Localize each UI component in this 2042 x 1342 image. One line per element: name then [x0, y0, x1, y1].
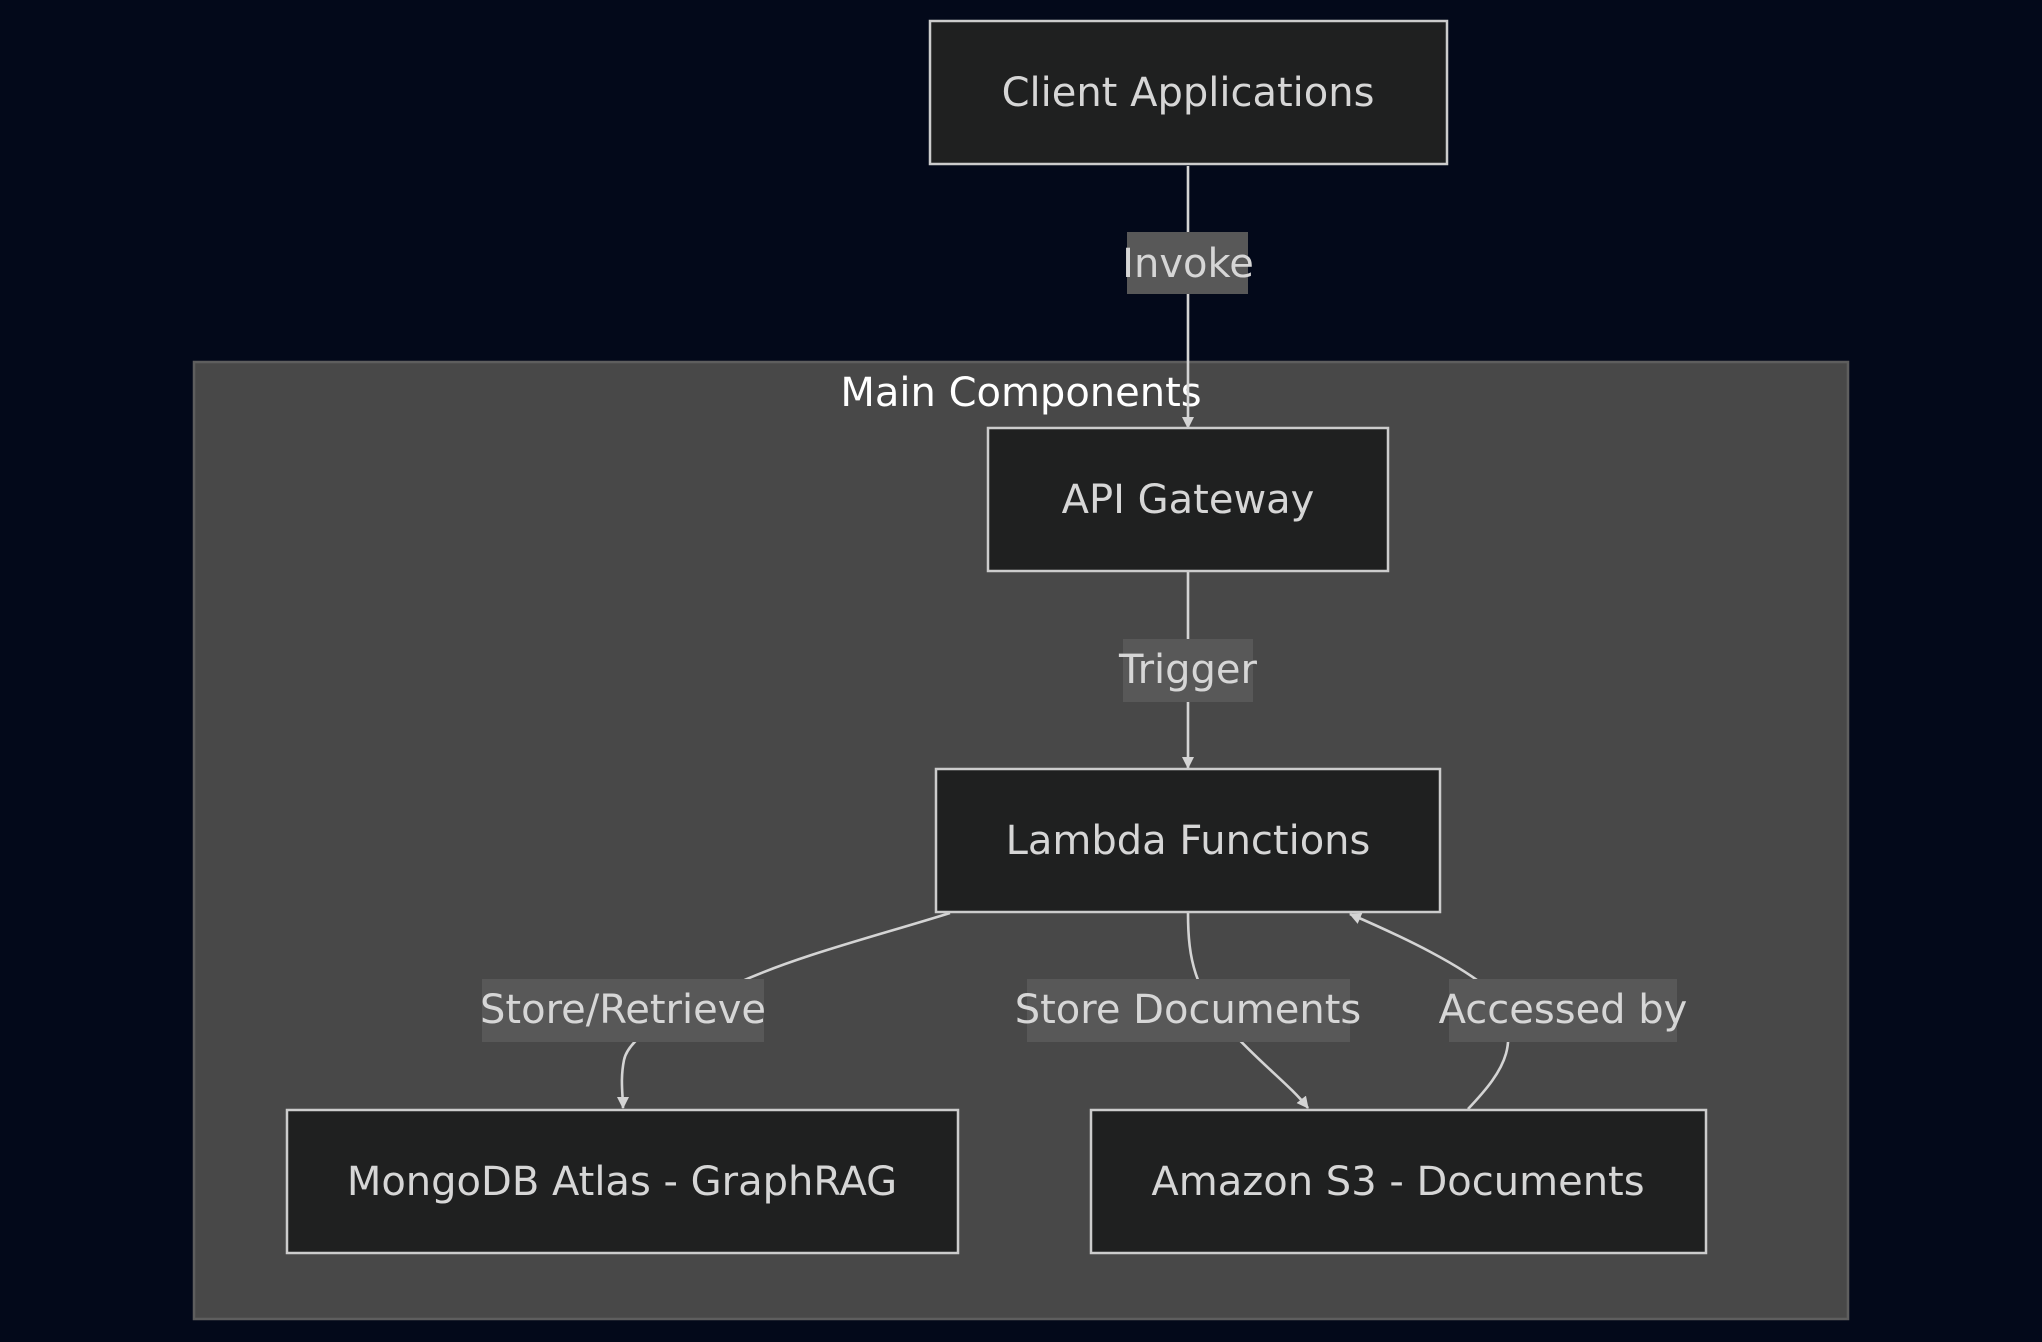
edge-label-accessed-by: Accessed by: [1439, 979, 1688, 1042]
edge-label-store-retrieve-bg: [482, 979, 764, 1042]
node-lambda-functions[interactable]: Lambda Functions: [934, 767, 1442, 914]
edge-label-trigger-bg: [1123, 639, 1253, 702]
node-client-applications-label: Client Applications: [1002, 70, 1375, 116]
node-client-applications-box[interactable]: [928, 19, 1449, 166]
cluster-title: Main Components: [840, 370, 1201, 416]
node-lambda-functions-box[interactable]: [934, 767, 1442, 914]
edge-label-accessed-by-text: Accessed by: [1439, 987, 1688, 1033]
edge-label-invoke-bg: [1127, 232, 1248, 294]
edge-label-store-retrieve: Store/Retrieve: [480, 979, 766, 1042]
node-api-gateway-label: API Gateway: [1062, 477, 1315, 523]
edge-label-invoke-text: Invoke: [1122, 241, 1254, 287]
node-client-applications[interactable]: Client Applications: [928, 19, 1449, 166]
edge-label-accessed-by-bg: [1449, 979, 1677, 1042]
node-amazon-s3-documents-box[interactable]: [1089, 1108, 1708, 1255]
node-amazon-s3-documents-label: Amazon S3 - Documents: [1151, 1159, 1644, 1205]
node-mongodb-atlas-graphrag[interactable]: MongoDB Atlas - GraphRAG: [285, 1108, 960, 1255]
edge-label-invoke: Invoke: [1122, 232, 1254, 294]
edge-label-store-retrieve-text: Store/Retrieve: [480, 987, 766, 1033]
edge-label-store-documents: Store Documents: [1015, 979, 1362, 1042]
edge-label-store-documents-text: Store Documents: [1015, 987, 1362, 1033]
node-api-gateway-box[interactable]: [986, 426, 1390, 573]
edge-label-trigger: Trigger: [1118, 639, 1258, 702]
node-mongodb-atlas-graphrag-box[interactable]: [285, 1108, 960, 1255]
node-amazon-s3-documents[interactable]: Amazon S3 - Documents: [1089, 1108, 1708, 1255]
edge-label-trigger-text: Trigger: [1118, 647, 1258, 693]
node-mongodb-atlas-graphrag-label: MongoDB Atlas - GraphRAG: [347, 1159, 897, 1205]
edge-label-store-documents-bg: [1027, 979, 1350, 1042]
node-api-gateway[interactable]: API Gateway: [986, 426, 1390, 573]
node-lambda-functions-label: Lambda Functions: [1006, 818, 1371, 864]
